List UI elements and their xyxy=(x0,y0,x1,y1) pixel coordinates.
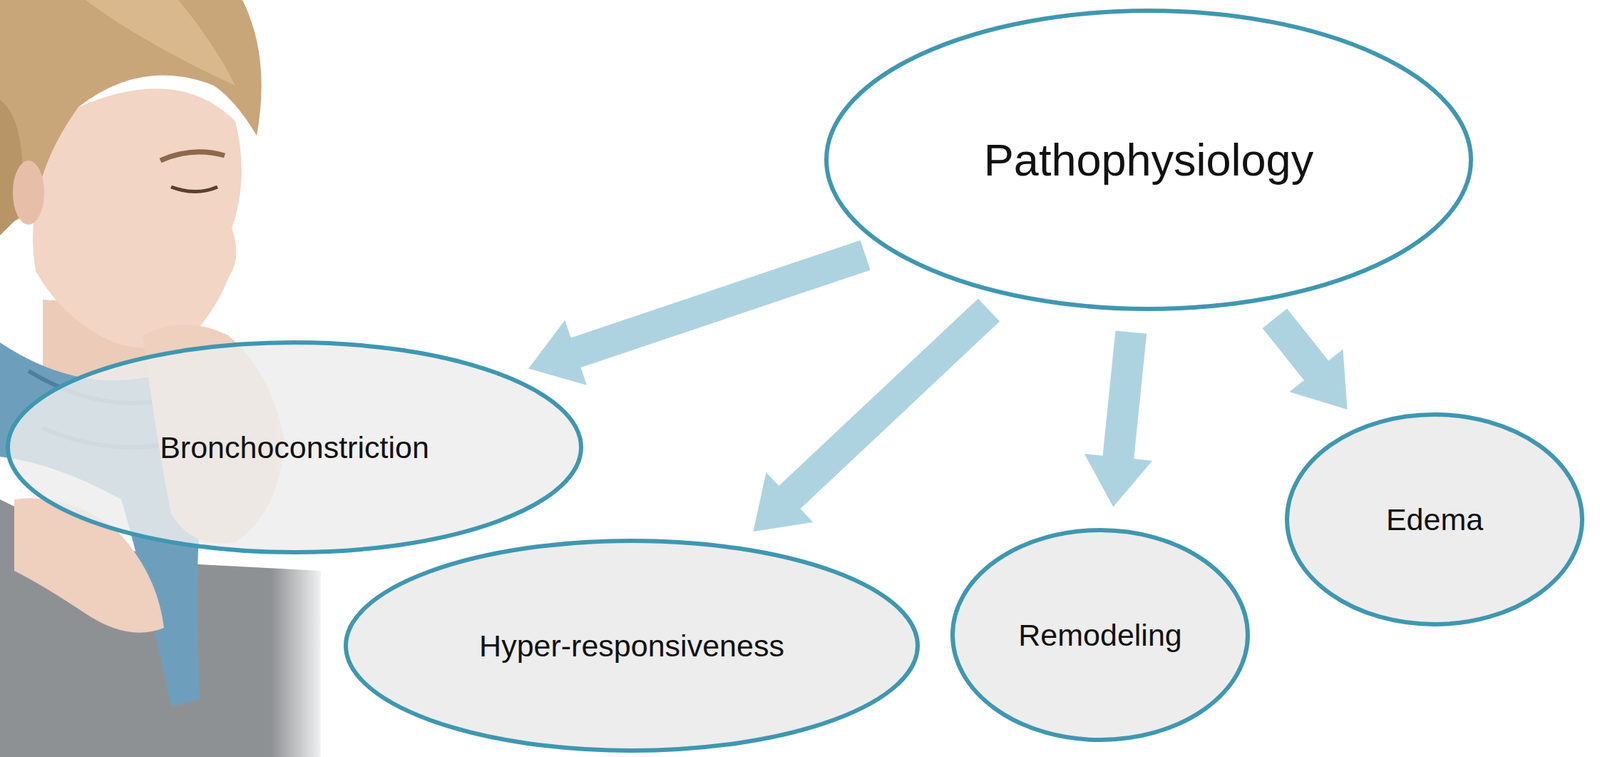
block-arrow xyxy=(752,298,1000,532)
concept-ellipse: Remodeling xyxy=(950,527,1250,742)
ear xyxy=(12,160,45,225)
ellipse-shape xyxy=(1286,414,1583,624)
root-ellipse: Pathophysiology xyxy=(824,8,1474,311)
concept-ellipse: Hyper-responsiveness xyxy=(343,538,920,753)
node-label: Hyper-responsiveness xyxy=(479,628,785,664)
node-label: Pathophysiology xyxy=(983,134,1314,186)
block-arrow xyxy=(1262,308,1348,410)
ellipse-shape xyxy=(345,540,918,751)
node-label: Bronchoconstriction xyxy=(159,429,430,465)
node-label: Edema xyxy=(1386,501,1484,537)
block-arrow xyxy=(1084,330,1153,507)
face xyxy=(32,88,242,348)
ellipse-shape xyxy=(7,342,582,552)
ellipse-shape xyxy=(826,10,1471,309)
block-arrow xyxy=(528,240,870,386)
hair-strand xyxy=(85,0,236,86)
node-label: Remodeling xyxy=(1018,617,1182,653)
eyebrow xyxy=(160,151,225,161)
eye xyxy=(171,186,218,192)
concept-ellipse: Bronchoconstriction xyxy=(5,340,584,555)
concept-ellipse: Edema xyxy=(1284,412,1585,627)
ellipse-shape xyxy=(952,529,1248,740)
